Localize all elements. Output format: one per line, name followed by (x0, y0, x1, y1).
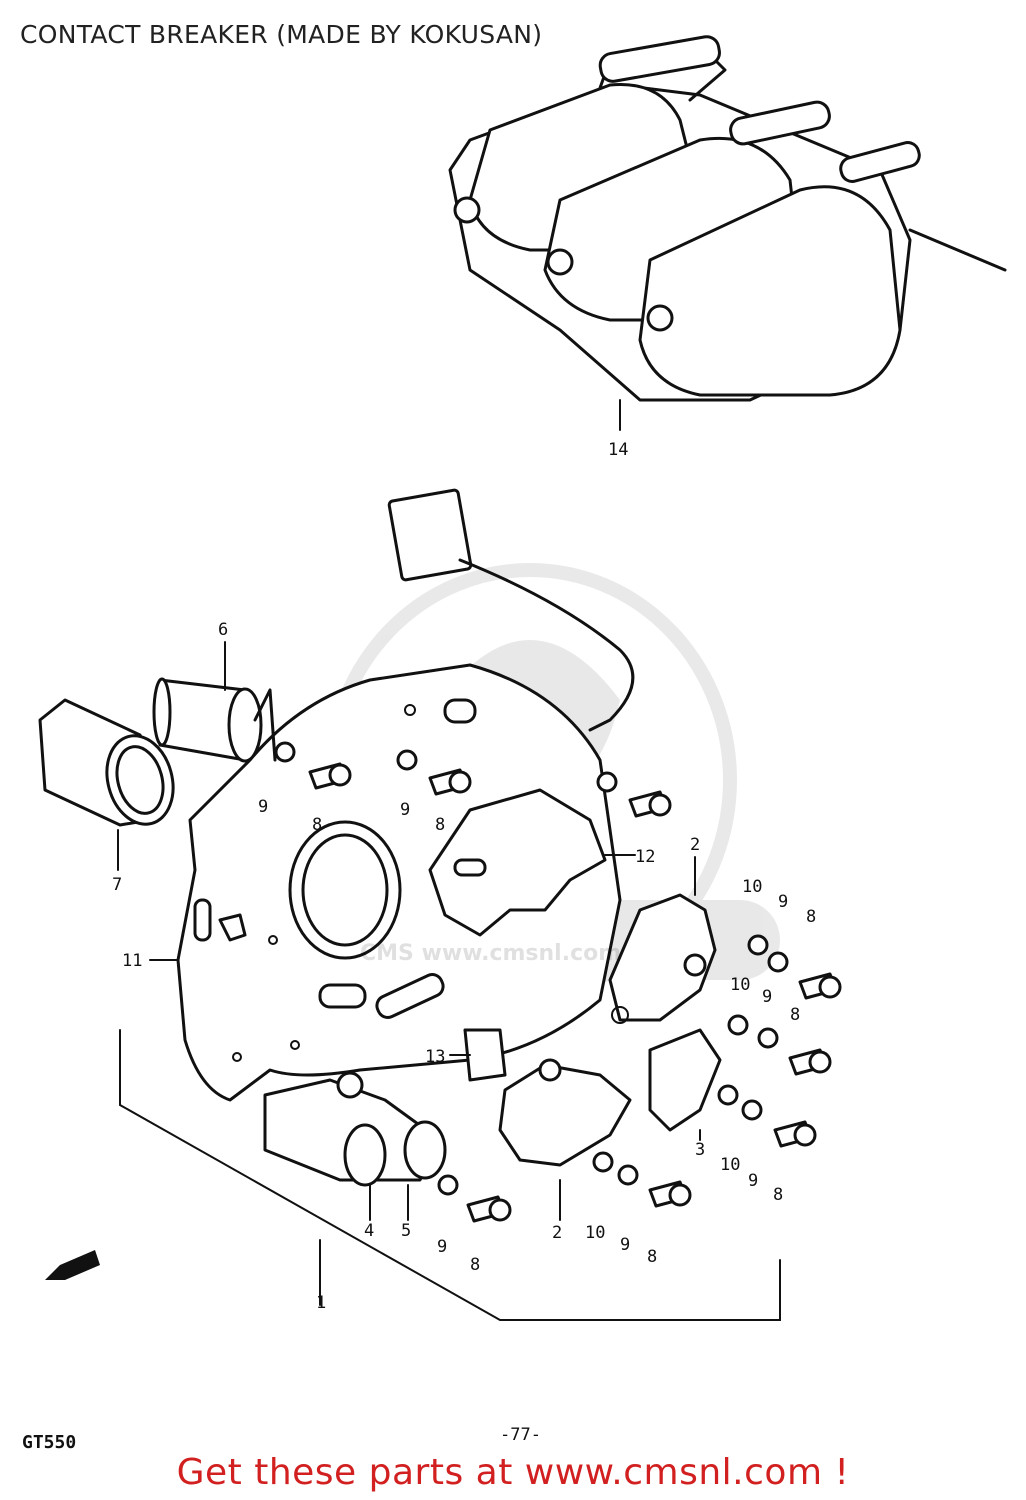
screws-washers (274, 741, 842, 1223)
callout-9-d: 9 (762, 987, 772, 1007)
model-code: GT550 (22, 1432, 77, 1453)
callout-8-b: 8 (435, 815, 445, 835)
callout-12: 12 (635, 847, 655, 867)
callout-9-b: 9 (400, 800, 410, 820)
front-direction-arrow (45, 1250, 100, 1280)
footer-link-banner[interactable]: Get these parts at www.cmsnl.com ! (176, 1452, 850, 1493)
callout-8-c: 8 (806, 907, 816, 927)
callout-8-g: 8 (647, 1247, 657, 1267)
contact-point-set-lower (498, 1058, 632, 1167)
callout-9-g: 9 (620, 1235, 630, 1255)
callout-4: 4 (364, 1221, 374, 1241)
cam-boot-7 (38, 698, 175, 827)
callout-3: 3 (695, 1140, 705, 1160)
callout-11: 11 (122, 951, 142, 971)
callout-14: 14 (608, 440, 628, 460)
callout-8-f: 8 (470, 1255, 480, 1275)
callout-10-b: 10 (730, 975, 750, 995)
callout-9-e: 9 (748, 1171, 758, 1191)
callout-1: 1 (316, 1293, 326, 1313)
contact-point-set-upper (608, 893, 717, 1024)
callout-9-f: 9 (437, 1237, 447, 1257)
leader-lines (117, 641, 781, 1321)
page-title: CONTACT BREAKER (MADE BY KOKUSAN) (20, 20, 543, 49)
breaker-sub-plate (428, 788, 636, 937)
parts-diagram: 14 6 7 11 12 13 2 2 3 4 5 1 9 8 9 8 10 9… (38, 35, 1007, 1321)
bracket-13 (463, 1028, 507, 1082)
breaker-lead-connector (387, 488, 635, 732)
page-number: -77- (500, 1425, 541, 1445)
callout-2-upper: 2 (690, 835, 700, 855)
contact-point-set-3 (648, 1028, 722, 1132)
callout-10-d: 10 (585, 1223, 605, 1243)
callout-8-d: 8 (790, 1005, 800, 1025)
breaker-base-plate (176, 663, 622, 1102)
callout-7: 7 (112, 875, 122, 895)
callout-10-c: 10 (720, 1155, 740, 1175)
callout-2-lower: 2 (552, 1223, 562, 1243)
callout-8-e: 8 (773, 1185, 783, 1205)
condensers-4-5 (263, 1071, 447, 1187)
callout-5: 5 (401, 1221, 411, 1241)
callout-10-a: 10 (742, 877, 762, 897)
callout-13: 13 (425, 1047, 445, 1067)
callout-6: 6 (218, 620, 228, 640)
ignition-coil-assembly (448, 35, 1007, 431)
watermark-text: CMS www.cmsnl.com (360, 941, 621, 966)
condenser-6 (152, 677, 277, 763)
callout-9-a: 9 (258, 797, 268, 817)
callout-9-c: 9 (778, 892, 788, 912)
callout-8-a: 8 (312, 815, 322, 835)
